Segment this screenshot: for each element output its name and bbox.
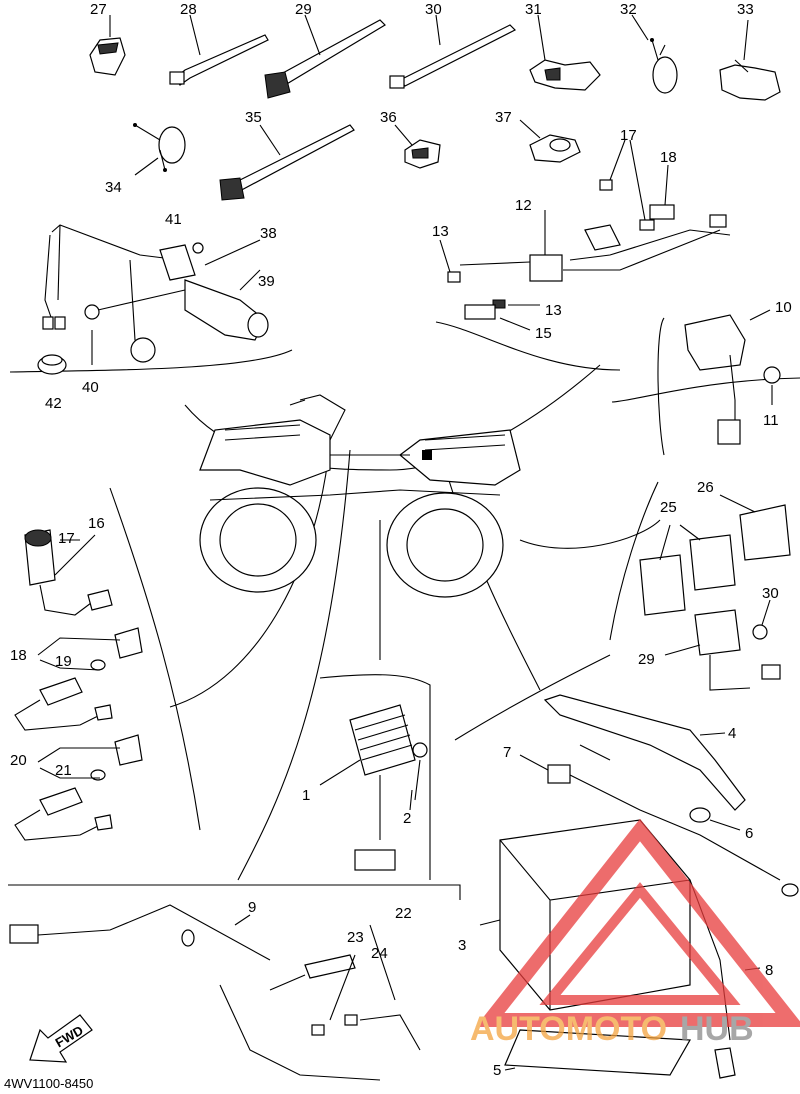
callout-11: 11 (763, 412, 779, 429)
callout-15a: 18 (660, 149, 677, 166)
part-35-clamp (719, 19, 781, 101)
callout-23: 23 (347, 929, 364, 946)
part-14-fuse (569, 139, 731, 261)
callout-20: 20 (10, 752, 27, 769)
callout-8: 8 (765, 962, 773, 979)
callout-10: 10 (775, 299, 792, 316)
part-4-battery-band (543, 694, 746, 811)
watermark-logo: AUTOMOTO HUB (470, 818, 800, 1048)
callout-35: 33 (737, 1, 754, 18)
part-36-grommet (133, 123, 186, 176)
part-7-cable (519, 744, 799, 897)
callout-22: 22 (395, 905, 412, 922)
callout-numbers: 27 28 29 30 31 32 33 34 35 36 37 38 39 4… (10, 1, 792, 1079)
callout-44: 42 (45, 395, 62, 412)
callout-6: 6 (745, 825, 753, 842)
part-33-clamp (529, 14, 601, 91)
part-code: 4WV1100-8450 (4, 1076, 93, 1091)
part-42-bolt (84, 304, 100, 365)
callout-32: 30 (425, 1, 442, 18)
part-39-clamp (519, 119, 581, 163)
callout-18: 18 (10, 647, 27, 664)
callout-33: 31 (525, 1, 542, 18)
part-11-bolt (763, 366, 781, 405)
part-38-clamp (394, 124, 441, 169)
part-10-rectifier (684, 309, 771, 445)
watermark-inner-triangle (539, 882, 741, 1005)
watermark-text-1: AUTOMOTO (470, 1010, 667, 1048)
watermark-triangle (475, 818, 800, 1027)
callout-39: 37 (495, 109, 512, 126)
part-1-regulator (319, 704, 416, 871)
callout-26: 26 (697, 479, 714, 496)
part-44-grommet (37, 354, 67, 375)
part-13-fuse (439, 239, 540, 309)
callout-41: 39 (258, 273, 275, 290)
callout-36: 34 (105, 179, 122, 196)
part-22-24-harness (219, 924, 421, 1081)
callout-37: 35 (245, 109, 262, 126)
callout-42: 40 (82, 379, 99, 396)
part-43-nut (192, 242, 204, 254)
callout-27: 29 (638, 651, 655, 668)
watermark-text-2: HUB (680, 1010, 754, 1048)
callout-34: 32 (620, 1, 637, 18)
part-18-19-lamp (14, 627, 143, 731)
callout-5: 5 (493, 1062, 501, 1079)
callout-13a: 13 (432, 223, 449, 240)
part-5-battery-pad (504, 1029, 692, 1076)
callout-12: 12 (515, 197, 532, 214)
callout-25: 25 (660, 499, 677, 516)
forward-arrow-icon: FWD (29, 1014, 93, 1063)
callout-38: 36 (380, 109, 397, 126)
part-9-harness (9, 904, 271, 961)
part-26-relay (719, 494, 791, 561)
callout-7: 7 (503, 744, 511, 761)
callout-17: 17 (58, 530, 75, 547)
callout-31: 29 (295, 1, 312, 18)
callout-24: 24 (371, 945, 388, 962)
callout-43: 41 (165, 211, 182, 228)
part-16-17-main-switch (24, 529, 113, 616)
callout-13b: 13 (545, 302, 562, 319)
part-20-21-lamp (14, 734, 143, 841)
callout-16: 16 (88, 515, 105, 532)
callout-2: 2 (403, 810, 411, 827)
callout-1: 1 (302, 787, 310, 804)
part-6-nut (689, 807, 741, 831)
callout-14: 17 (620, 127, 637, 144)
part-28-bolt (752, 599, 771, 640)
part-37-cable-tie (219, 124, 355, 201)
part-30-cable-tie (169, 14, 269, 86)
callout-19: 19 (55, 653, 72, 670)
part-29-clamp (89, 15, 126, 76)
part-40-41-switch-assembly (42, 224, 269, 363)
part-31-cable-tie (264, 14, 386, 99)
part-12-relay (459, 210, 721, 282)
callout-3: 3 (458, 937, 466, 954)
callout-40: 38 (260, 225, 277, 242)
part-25-relay (639, 524, 736, 616)
callout-28: 30 (762, 585, 779, 602)
callout-21: 21 (55, 762, 72, 779)
part-2-bolt (409, 742, 428, 811)
part-32-cable-tie (389, 14, 517, 89)
callout-15b: 15 (535, 325, 552, 342)
atv-illustration (199, 394, 521, 598)
part-34-grommet (631, 14, 678, 94)
part-15-fuse-cover (464, 164, 675, 331)
callout-29: 27 (90, 1, 107, 18)
callout-9: 9 (248, 899, 256, 916)
part-27-horn (664, 609, 781, 691)
callout-30: 28 (180, 1, 197, 18)
callout-4: 4 (728, 725, 736, 742)
